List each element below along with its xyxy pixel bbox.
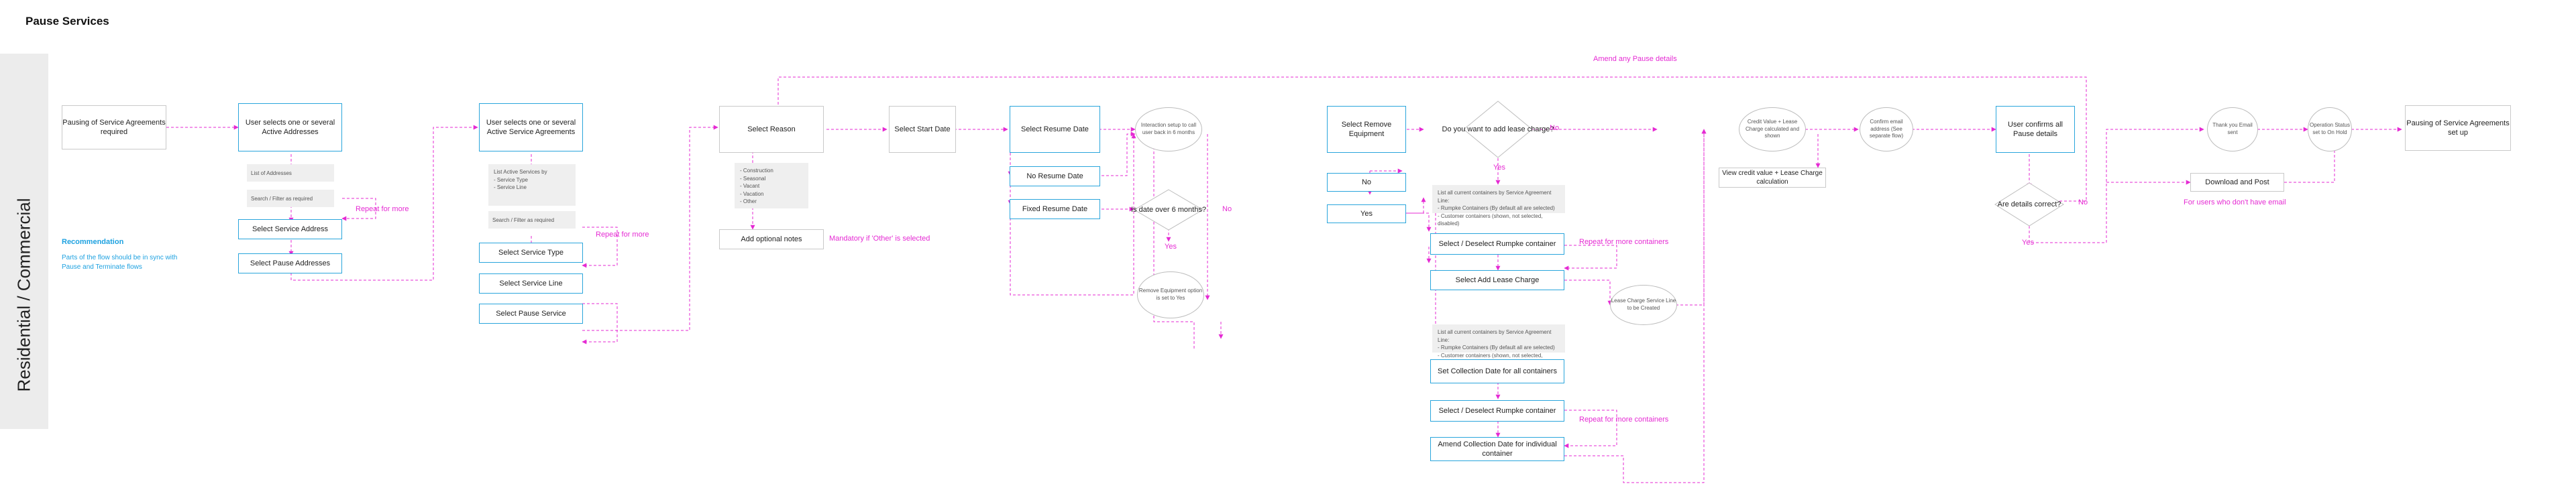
page-title: Pause Services <box>25 15 109 27</box>
edge <box>1151 130 1195 349</box>
edge-label-yes: Yes <box>2022 239 2034 247</box>
select-service-address-button[interactable]: Select Service Address <box>238 219 342 239</box>
lease-charge-line-node: Lease Charge Service Line to be Created <box>1610 285 1677 325</box>
repeat-annotation: Repeat for more <box>356 205 409 213</box>
select-pause-service-button[interactable]: Select Pause Service <box>479 304 583 324</box>
select-resume-date-box[interactable]: Select Resume Date <box>1010 106 1100 153</box>
operation-status-node: Operation Status set to On Hold <box>2308 107 2352 151</box>
no-button[interactable]: No <box>1327 173 1406 192</box>
add-optional-notes-button[interactable]: Add optional notes <box>719 229 824 249</box>
recommendation-body: Parts of the flow should be in sync with… <box>62 254 178 271</box>
select-start-date-box[interactable]: Select Start Date <box>889 106 956 153</box>
view-credit-value-button[interactable]: View credit value + Lease Charge calcula… <box>1719 168 1826 188</box>
edge-label-no: No <box>1222 205 1232 213</box>
credit-value-node: Credit Value + Lease Charge calculated a… <box>1739 107 1806 151</box>
select-reason-box[interactable]: Select Reason <box>719 106 824 153</box>
edge <box>1010 133 1136 296</box>
yes-button[interactable]: Yes <box>1327 204 1406 223</box>
edge <box>290 125 478 281</box>
reasons-note: - Construction - Seasonal - Vacant - Vac… <box>735 163 808 208</box>
edge <box>1564 245 1617 271</box>
confirm-email-node: Confirm email address (See separate flow… <box>1860 107 1913 151</box>
repeat-containers-annotation: Repeat for more containers <box>1579 416 1669 424</box>
decision-details-correct: Are details correct? <box>1997 200 2061 208</box>
fixed-resume-date-button[interactable]: Fixed Resume Date <box>1010 199 1100 219</box>
select-add-lease-charge-button[interactable]: Select Add Lease Charge <box>1430 270 1564 290</box>
list-addresses-note: List of Addresses <box>247 164 334 182</box>
edge <box>1564 280 1613 306</box>
select-remove-equipment-box[interactable]: Select Remove Equipment <box>1327 106 1406 153</box>
repeat-annotation: Repeat for more <box>596 231 649 239</box>
recommendation-heading: Recommendation <box>62 238 124 246</box>
decision-add-lease-charge: Do you want to add lease charge? <box>1442 125 1554 133</box>
select-pause-addresses-button[interactable]: Select Pause Addresses <box>238 253 342 273</box>
edge-label-no: No <box>2078 198 2088 206</box>
edge <box>1102 131 1136 176</box>
decision-over-6-months: Is date over 6 months? <box>1131 205 1206 214</box>
swimlane-header: Residential / Commercial <box>0 54 48 429</box>
edge <box>2029 127 2204 243</box>
select-agreements-box[interactable]: User selects one or several Active Servi… <box>479 103 583 151</box>
edge-label-no: No <box>1550 124 1560 132</box>
edge <box>1564 410 1617 448</box>
edge <box>582 125 718 331</box>
search-filter-note: Search / Filter as required <box>488 211 576 229</box>
pausing-set-up-box: Pausing of Service Agreements set up <box>2405 105 2511 151</box>
edge <box>582 227 618 268</box>
edge <box>2284 140 2337 183</box>
set-collection-date-button[interactable]: Set Collection Date for all containers <box>1430 359 1564 383</box>
edge <box>582 303 618 345</box>
thank-you-node: Thank you Email sent <box>2207 107 2258 151</box>
user-confirms-box[interactable]: User confirms all Pause details <box>1996 106 2075 153</box>
select-addresses-box[interactable]: User selects one or several Active Addre… <box>238 103 342 151</box>
repeat-containers-annotation: Repeat for more containers <box>1579 238 1669 246</box>
interaction-setup-node: Interaction setup to call user back in 6… <box>1135 107 1202 151</box>
select-service-line-button[interactable]: Select Service Line <box>479 273 583 294</box>
edge <box>341 198 376 221</box>
edge <box>1638 129 1707 306</box>
decision-diamond <box>1134 189 1203 231</box>
containers-note: List all current containers by Service A… <box>1432 324 1565 366</box>
edge <box>1564 129 1707 483</box>
search-filter-note: Search / Filter as required <box>247 190 334 207</box>
pausing-required-box: Pausing of Service Agreements required <box>62 105 166 149</box>
mandatory-annotation: Mandatory if 'Other' is selected <box>829 235 930 243</box>
no-resume-date-button[interactable]: No Resume Date <box>1010 166 1100 186</box>
select-deselect-rumpke-button[interactable]: Select / Deselect Rumpke container <box>1430 400 1564 422</box>
edge-label-yes: Yes <box>1493 164 1505 172</box>
download-and-post-button[interactable]: Download and Post <box>2190 173 2284 192</box>
containers-note: List all current containers by Service A… <box>1432 185 1565 227</box>
remove-equipment-yes-node: Remove Equipment option is set to Yes <box>1137 271 1204 318</box>
edge <box>775 76 2087 202</box>
amend-annotation: Amend any Pause details <box>1593 55 1677 63</box>
active-services-note: List Active Services by - Service Type -… <box>488 164 576 206</box>
decision-diamond <box>1994 182 2064 227</box>
no-email-annotation: For users who don't have email <box>2184 198 2286 206</box>
decision-diamond <box>1463 101 1533 158</box>
select-service-type-button[interactable]: Select Service Type <box>479 243 583 263</box>
select-deselect-rumpke-button[interactable]: Select / Deselect Rumpke container <box>1430 233 1564 255</box>
edge-label-yes: Yes <box>1165 243 1177 251</box>
amend-collection-date-button[interactable]: Amend Collection Date for individual con… <box>1430 437 1564 461</box>
